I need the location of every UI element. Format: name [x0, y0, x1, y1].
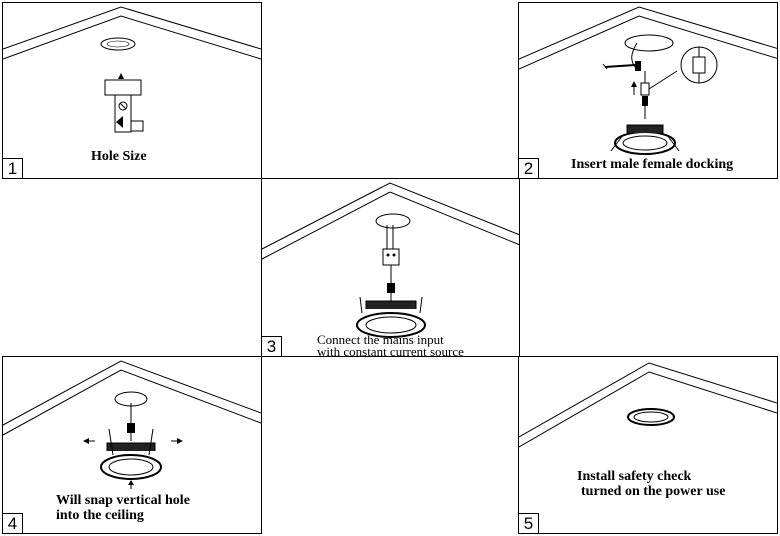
- step-3-panel: Connect the mains input with constant cu…: [261, 178, 520, 357]
- step-5-number: 5: [519, 513, 539, 533]
- step-2-caption: Insert male female docking: [571, 157, 734, 172]
- step-2-number: 2: [519, 158, 539, 178]
- step-1-number: 1: [3, 158, 23, 178]
- step-4-caption-line-1: Will snap vertical hole: [56, 493, 190, 508]
- step-5-caption-line-2: turned on the power use: [581, 484, 726, 499]
- step-4-illustration: [3, 360, 261, 489]
- step-5-panel: Install safety check turned on the power…: [518, 356, 778, 534]
- step-3-number: 3: [262, 336, 282, 356]
- step-2-panel: Insert male female docking 2: [518, 2, 778, 179]
- step-4-caption-line-2: into the ceiling: [56, 508, 144, 523]
- step-1-caption: Hole Size: [91, 149, 147, 164]
- step-4-panel: Will snap vertical hole into the ceiling…: [2, 356, 262, 534]
- step-3-illustration: [262, 182, 519, 338]
- step-1-illustration: [3, 6, 261, 133]
- step-5-caption-line-1: Install safety check: [577, 469, 692, 484]
- step-1-panel: Hole Size 1: [2, 2, 262, 179]
- step-5-illustration: [519, 362, 777, 448]
- step-2-illustration: [519, 6, 777, 155]
- step-3-caption-line-2: with constant current source: [317, 344, 464, 357]
- step-4-number: 4: [3, 513, 23, 533]
- step-3-caption-line-1: Connect the mains input: [317, 332, 444, 347]
